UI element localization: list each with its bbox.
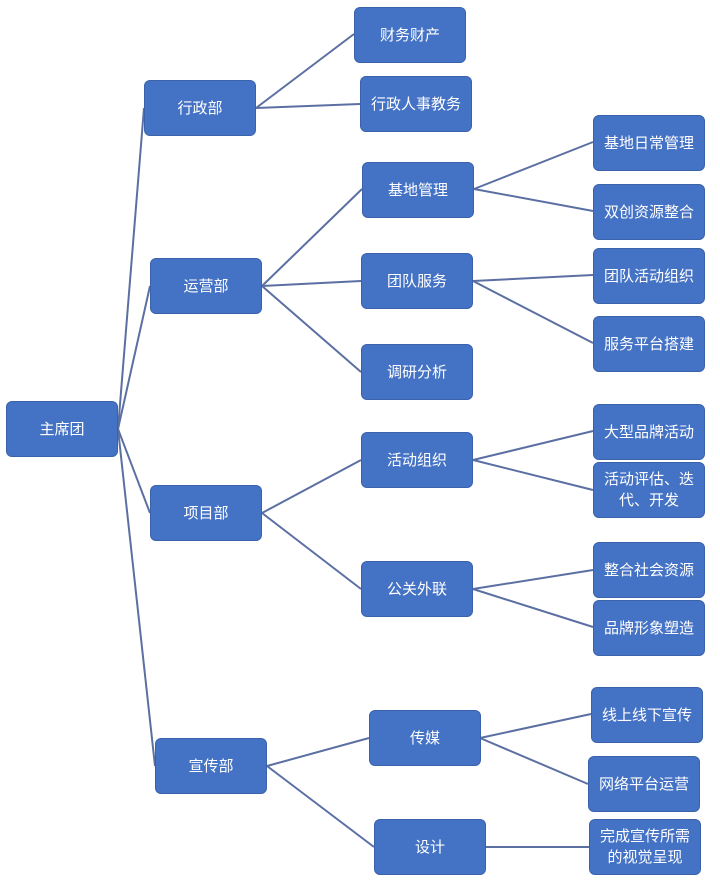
node-task: 大型品牌活动 bbox=[593, 404, 705, 460]
node-task: 线上线下宣传 bbox=[591, 687, 703, 743]
node-unit: 基地管理 bbox=[362, 162, 474, 218]
node-dept-operations: 运营部 bbox=[150, 258, 262, 314]
node-root: 主席团 bbox=[6, 401, 118, 457]
node-dept-projects: 项目部 bbox=[150, 485, 262, 541]
node-unit: 行政人事教务 bbox=[360, 76, 472, 132]
node-unit: 团队服务 bbox=[361, 253, 473, 309]
node-unit: 传媒 bbox=[369, 710, 481, 766]
node-unit: 活动组织 bbox=[361, 432, 473, 488]
node-task: 基地日常管理 bbox=[593, 115, 705, 171]
node-task: 整合社会资源 bbox=[593, 542, 705, 598]
node-task: 双创资源整合 bbox=[593, 184, 705, 240]
node-unit: 财务财产 bbox=[354, 7, 466, 63]
node-task: 服务平台搭建 bbox=[593, 316, 705, 372]
node-dept-admin: 行政部 bbox=[144, 80, 256, 136]
node-unit: 调研分析 bbox=[361, 344, 473, 400]
node-unit: 设计 bbox=[374, 819, 486, 875]
node-task: 完成宣传所需的视觉呈现 bbox=[589, 819, 701, 875]
node-task: 团队活动组织 bbox=[593, 248, 705, 304]
node-task: 品牌形象塑造 bbox=[593, 600, 705, 656]
node-dept-publicity: 宣传部 bbox=[155, 738, 267, 794]
node-task: 网络平台运营 bbox=[588, 756, 700, 812]
node-unit: 公关外联 bbox=[361, 561, 473, 617]
node-task: 活动评估、迭代、开发 bbox=[593, 462, 705, 518]
